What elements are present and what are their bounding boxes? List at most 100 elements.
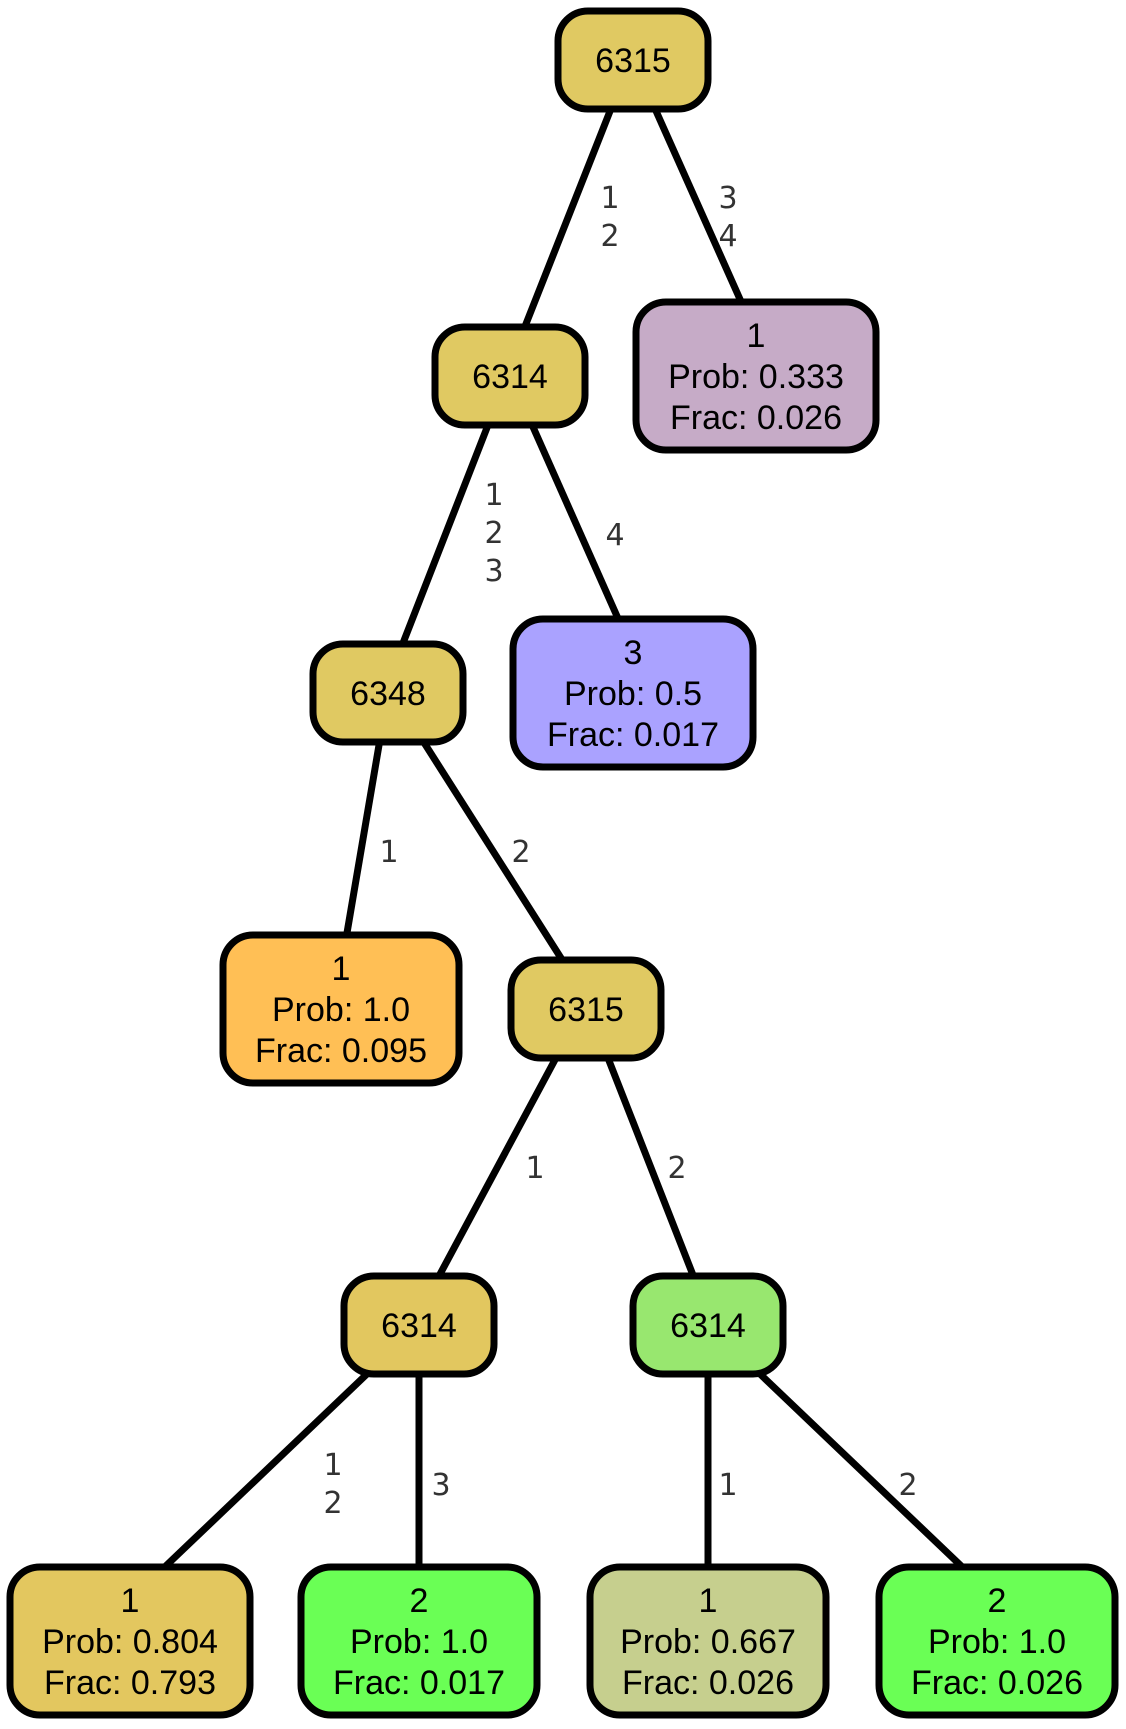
node-box (509, 615, 757, 771)
node-label: 6314 (670, 1307, 746, 1345)
node-box (340, 1272, 498, 1378)
edge-n3-n6 (420, 740, 566, 962)
edge-n8-n12 (757, 1371, 965, 1570)
node-label-line: Frac: 0.017 (333, 1664, 505, 1702)
node-label-line: 6348 (350, 675, 426, 713)
edge-label-line: 4 (718, 219, 737, 254)
node-label-line: 2 (410, 1582, 429, 1620)
node-label-line: 2 (988, 1582, 1007, 1620)
node-label-line: Frac: 0.026 (670, 399, 842, 437)
edge-n7-n9 (162, 1371, 370, 1570)
node-box (309, 640, 467, 746)
node-box (431, 323, 589, 429)
tree-node-n6: 6315 (507, 956, 665, 1062)
node-box (554, 7, 712, 113)
node-label: 6315 (548, 991, 624, 1029)
node-label: 6314 (381, 1307, 457, 1345)
edge-label: 1 (718, 1468, 737, 1503)
tree-node-n7: 6314 (340, 1272, 498, 1378)
node-label-line: 1 (699, 1582, 718, 1620)
edge-n0-n1 (521, 107, 615, 329)
edge-label-line: 2 (600, 219, 619, 254)
edge-label-line: 1 (718, 1468, 737, 1503)
edge-label-line: 2 (484, 516, 503, 551)
node-label-line: 6315 (548, 991, 624, 1029)
edge-label: 1 (525, 1151, 544, 1186)
node-box (629, 1272, 787, 1378)
edge-label: 2 (667, 1151, 686, 1186)
edge-label-line: 2 (511, 835, 530, 870)
node-label-line: Prob: 0.804 (42, 1623, 218, 1661)
edge-n6-n8 (604, 1056, 697, 1278)
edge-label-line: 1 (600, 181, 619, 216)
node-label-line: Frac: 0.017 (547, 716, 719, 754)
node-label-line: Prob: 1.0 (928, 1623, 1066, 1661)
edge-label-line: 1 (379, 835, 398, 870)
edge-label: 1 (379, 835, 398, 870)
tree-node-n1: 6314 (431, 323, 589, 429)
node-label-line: 6314 (472, 358, 548, 396)
edge-label-line: 1 (484, 478, 503, 513)
node-label-line: Prob: 1.0 (272, 991, 410, 1029)
edge-n1-n3 (399, 423, 492, 646)
tree-node-n0: 6315 (554, 7, 712, 113)
node-box (632, 298, 880, 454)
node-label-line: 1 (747, 317, 766, 355)
edge-n6-n7 (435, 1056, 560, 1278)
edge-n1-n4 (528, 423, 622, 621)
node-label-line: 6314 (670, 1307, 746, 1345)
node-label-line: 1 (332, 950, 351, 988)
edge-label: 4 (605, 518, 624, 553)
node-label: 6348 (350, 675, 426, 713)
edge-label-line: 3 (484, 554, 503, 589)
edge-label-line: 3 (431, 1468, 450, 1503)
edge-label: 2 (511, 835, 530, 870)
node-label-line: 1 (121, 1582, 140, 1620)
edge-label-line: 4 (605, 518, 624, 553)
edge-label-line: 2 (898, 1468, 917, 1503)
node-label: 6315 (595, 42, 671, 80)
edge-n3-n5 (343, 741, 383, 936)
node-box (219, 931, 463, 1087)
edge-label-line: 1 (525, 1151, 544, 1186)
node-label-line: Frac: 0.095 (255, 1032, 427, 1070)
node-label-line: Frac: 0.026 (911, 1664, 1083, 1702)
tree-node-n8: 6314 (629, 1272, 787, 1378)
edge-n0-n2 (651, 107, 745, 304)
node-label-line: 3 (624, 634, 643, 672)
node-label-line: Frac: 0.026 (622, 1664, 794, 1702)
node-box (586, 1563, 830, 1719)
node-label: 6314 (472, 358, 548, 396)
edge-label: 3 (431, 1468, 450, 1503)
node-label-line: Frac: 0.793 (44, 1664, 216, 1702)
node-box (6, 1563, 254, 1719)
node-box (875, 1563, 1119, 1719)
node-label-line: Prob: 0.5 (564, 675, 702, 713)
edge-label-line: 3 (718, 181, 737, 216)
node-label-line: Prob: 0.333 (668, 358, 844, 396)
tree-node-n3: 6348 (309, 640, 467, 746)
edge-label-line: 2 (667, 1151, 686, 1186)
node-box (507, 956, 665, 1062)
node-label-line: 6314 (381, 1307, 457, 1345)
edge-label-line: 2 (323, 1486, 342, 1521)
